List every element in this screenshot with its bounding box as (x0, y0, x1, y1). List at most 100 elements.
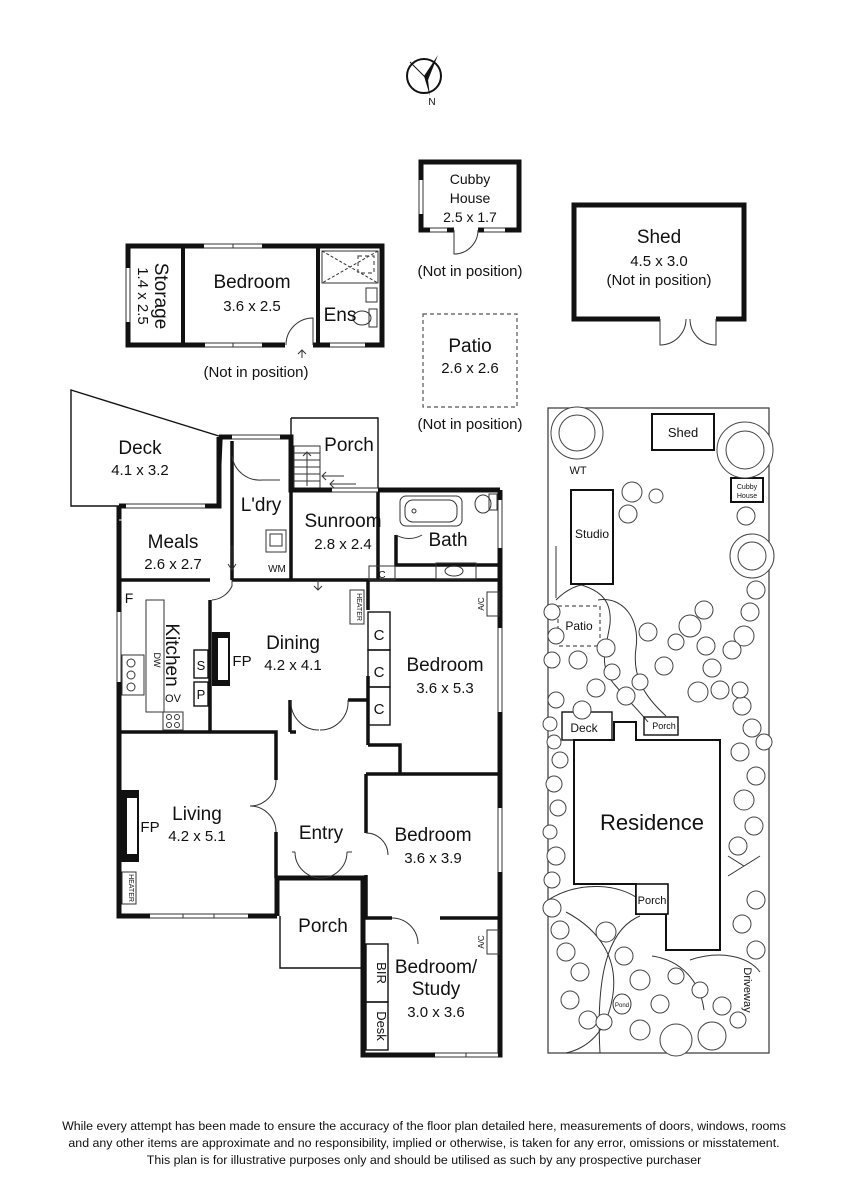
dining-fireplace-label: FP (232, 653, 251, 670)
shrub-icon (603, 663, 621, 681)
fridge-label: F (125, 590, 134, 606)
patio-note: (Not in position) (417, 416, 522, 433)
shrub-icon (621, 481, 643, 503)
site-front-porch-label: Porch (638, 895, 667, 907)
dining-heater-label: HEATER (355, 593, 362, 621)
kitchen-name: Kitchen (161, 623, 182, 686)
shrub-icon (629, 969, 651, 991)
shrub-icon (546, 846, 566, 866)
living-dim: 4.2 x 5.1 (168, 828, 226, 845)
shrub-icon (729, 1011, 747, 1029)
cupboard-2-label: C (374, 664, 385, 681)
site-trees (542, 481, 773, 1041)
shrub-icon (687, 681, 709, 703)
shrub-icon (543, 651, 561, 669)
shed-name: Shed (637, 227, 681, 248)
shrub-icon (551, 751, 569, 769)
shrub-icon (744, 816, 764, 836)
disclaimer-line-2: and any other items are approximate and … (68, 1136, 780, 1150)
sunroom-dim: 2.8 x 2.4 (314, 536, 372, 553)
shrub-icon (654, 656, 674, 676)
cupboard-3-label: C (374, 701, 385, 718)
shrub-icon (549, 799, 567, 817)
large-tree-icon (550, 406, 775, 1057)
shrub-icon (732, 914, 752, 934)
shrub-icon (595, 921, 617, 943)
shrub-icon (742, 718, 762, 738)
shrub-icon (568, 650, 588, 670)
site-deck-label: Deck (570, 721, 598, 735)
shrub-icon (596, 638, 616, 658)
patio-dim: 2.6 x 2.6 (441, 360, 499, 377)
shrub-icon (667, 967, 685, 985)
shrub-icon (736, 506, 756, 526)
shrub-icon (755, 733, 773, 751)
pantry-s-label: S (197, 658, 206, 673)
dining-name: Dining (266, 633, 320, 654)
shrub-icon (578, 1010, 598, 1030)
cupboard-1-label: C (374, 627, 385, 644)
disclaimer-line-3: This plan is for illustrative purposes o… (146, 1153, 702, 1167)
site-pond-label: Pond (615, 1003, 629, 1009)
shrub-icon (614, 946, 634, 966)
washing-machine-label: WM (268, 564, 286, 575)
shrub-icon (570, 962, 590, 982)
shed-dim: 4.5 x 3.0 (630, 253, 688, 270)
shrub-icon (542, 824, 558, 840)
site-driveway-label: Driveway (741, 967, 753, 1013)
deck-dim: 4.1 x 3.2 (111, 462, 169, 479)
shrub-icon (728, 836, 748, 856)
cubby-note: (Not in position) (417, 263, 522, 280)
shrub-icon (629, 1019, 651, 1041)
site-wt-label: WT (569, 465, 586, 477)
shrub-icon (572, 700, 592, 720)
patio-name: Patio (448, 336, 491, 357)
outbuilding-note: (Not in position) (203, 364, 308, 381)
shrub-icon (616, 686, 636, 706)
bir-label: BIR (374, 962, 389, 984)
dishwasher-label: DW (152, 653, 162, 668)
linen-cupboard-label: C (378, 570, 385, 581)
bedroom-2-name: Bedroom (394, 825, 471, 846)
sunroom-name: Sunroom (304, 511, 381, 532)
shrub-icon (691, 981, 709, 999)
shrub-icon (546, 734, 562, 750)
shed: Shed 4.5 x 3.0 (Not in position) (571, 202, 747, 346)
shrub-icon (702, 658, 722, 678)
site-cubby-label-1: Cubby (737, 484, 758, 491)
site-patio-label: Patio (565, 619, 593, 633)
meals-dim: 2.6 x 2.7 (144, 556, 202, 573)
shrub-icon (618, 504, 638, 524)
front-porch-name: Porch (298, 916, 348, 937)
shrub-icon (650, 994, 670, 1014)
site-residence-label: Residence (600, 810, 704, 835)
shrub-icon (722, 640, 742, 660)
shrub-icon (550, 920, 570, 940)
shrub-icon (746, 580, 766, 600)
shrub-icon (696, 636, 716, 656)
shrub-icon (542, 716, 558, 732)
cubby-house: Cubby House 2.5 x 1.7 (Not in position) (417, 159, 523, 280)
living-heater-label: HEATER (127, 874, 134, 902)
outbuilding-bedroom-name: Bedroom (213, 272, 290, 293)
shrub-icon (556, 942, 576, 962)
shed-note: (Not in position) (606, 272, 711, 289)
living-name: Living (172, 804, 222, 825)
shrub-icon (547, 691, 565, 709)
cubby-dim: 2.5 x 1.7 (443, 209, 497, 225)
site-plan: Shed WT Cubby House Studio Patio Deck Po… (542, 406, 775, 1057)
shrub-icon (545, 775, 563, 793)
shrub-icon (586, 678, 606, 698)
site-shed-label: Shed (668, 425, 698, 440)
living-fireplace-label: FP (140, 819, 159, 836)
shrub-icon (746, 890, 766, 910)
bedroom-2-dim: 3.6 x 3.9 (404, 850, 462, 867)
main-house: C Deck 4.1 x 3.2 Por (70, 389, 503, 1058)
patio: Patio 2.6 x 2.6 (Not in position) (417, 313, 523, 433)
compass-label: N (428, 97, 435, 108)
north-compass-icon: N (406, 55, 442, 108)
shrub-icon (740, 602, 760, 622)
shrub-icon (547, 627, 565, 645)
shrub-icon (678, 614, 702, 638)
desk-label: Desk (374, 1011, 389, 1041)
